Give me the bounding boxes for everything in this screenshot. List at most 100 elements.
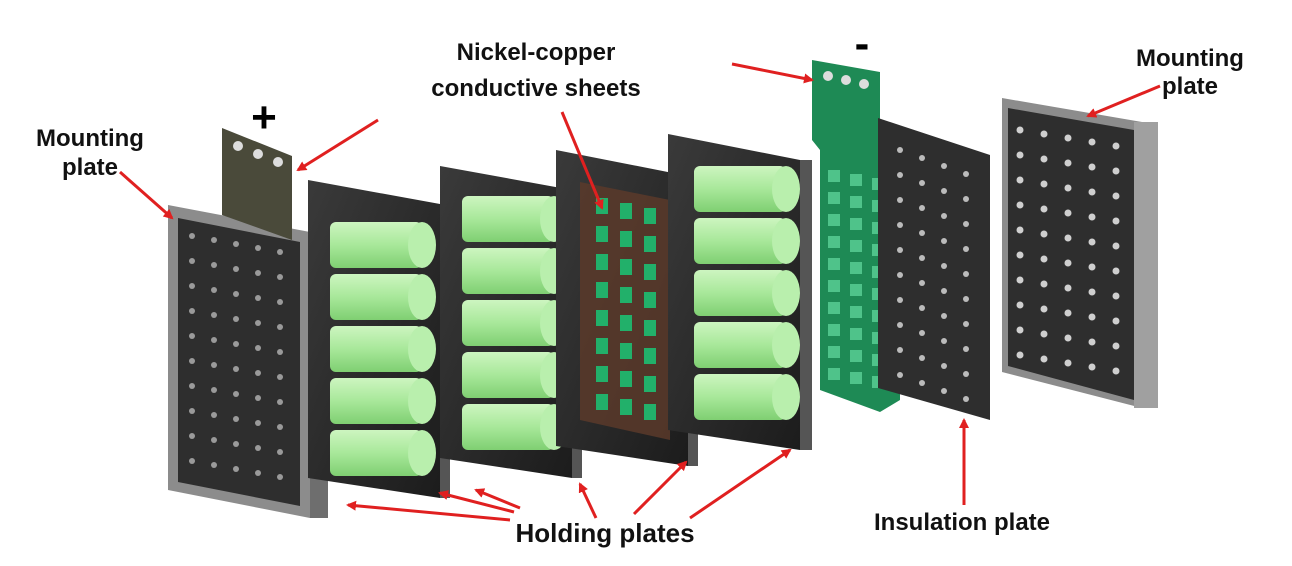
mount-hole <box>211 362 217 368</box>
insulation-plate <box>878 118 990 420</box>
mount-hole <box>189 333 195 339</box>
mount-hole <box>1016 201 1024 209</box>
mount-hole <box>941 213 947 219</box>
arrow-positive-tab <box>296 118 379 172</box>
battery-cell <box>462 352 554 398</box>
battery-cell <box>330 430 422 476</box>
pcb-pad <box>828 258 840 270</box>
mount-hole <box>963 246 969 252</box>
mount-hole <box>1016 326 1024 334</box>
mount-hole <box>255 370 261 376</box>
pcb-pad <box>850 350 862 362</box>
arrow-holding-5 <box>632 460 688 516</box>
mount-hole <box>211 412 217 418</box>
mount-hole <box>897 247 903 253</box>
mount-hole <box>189 458 195 464</box>
conductive-pad <box>644 348 656 364</box>
battery-cell-end <box>772 218 800 264</box>
conductive-pad <box>596 338 608 354</box>
mount-hole <box>1016 226 1024 234</box>
mount-hole <box>233 266 239 272</box>
pcb-pad <box>850 218 862 230</box>
mount-hole <box>233 316 239 322</box>
mount-hole <box>919 330 925 336</box>
mount-hole <box>1088 313 1096 321</box>
mount-hole <box>941 363 947 369</box>
mount-hole <box>255 345 261 351</box>
mount-hole <box>963 196 969 202</box>
mount-hole <box>1064 134 1072 142</box>
insulation-plate-label: Insulation plate <box>874 509 1050 536</box>
battery-cell <box>694 270 786 316</box>
conductive-pad <box>620 371 632 387</box>
battery-cell-end <box>772 322 800 368</box>
mount-hole <box>211 237 217 243</box>
mount-hole <box>1088 263 1096 271</box>
pcb-pad <box>828 280 840 292</box>
mount-hole <box>963 271 969 277</box>
mount-hole <box>277 399 283 405</box>
mount-hole <box>941 313 947 319</box>
mount-hole <box>1064 309 1072 317</box>
conductive-pad <box>644 404 656 420</box>
mount-hole <box>277 349 283 355</box>
pcb-pad <box>850 174 862 186</box>
mount-hole <box>919 180 925 186</box>
battery-cell <box>462 300 554 346</box>
arrow-holding-4 <box>578 482 598 519</box>
mount-hole <box>1088 338 1096 346</box>
conductive-pad <box>644 264 656 280</box>
mount-hole <box>963 321 969 327</box>
mount-hole <box>941 238 947 244</box>
mount-hole <box>277 249 283 255</box>
mount-hole <box>1112 242 1120 250</box>
right-mounting-label-line2: plate <box>1162 73 1218 100</box>
battery-cells-group-3 <box>694 166 800 420</box>
mount-hole <box>1112 342 1120 350</box>
conductive-pad <box>644 320 656 336</box>
mount-hole <box>1112 317 1120 325</box>
mount-hole <box>1064 359 1072 367</box>
mount-hole <box>1016 176 1024 184</box>
mount-hole <box>255 395 261 401</box>
arrow-holding-1 <box>346 500 511 522</box>
battery-cell-end <box>408 222 436 268</box>
arrow-right-mounting <box>1086 84 1161 118</box>
mount-hole <box>189 308 195 314</box>
mount-hole <box>1088 288 1096 296</box>
mount-hole <box>211 262 217 268</box>
pcb-pad <box>850 240 862 252</box>
battery-cell <box>462 196 554 242</box>
battery-cell <box>694 166 786 212</box>
mount-hole <box>211 387 217 393</box>
mount-hole <box>255 420 261 426</box>
mount-hole <box>233 441 239 447</box>
mount-hole <box>1112 217 1120 225</box>
conductive-pad <box>644 292 656 308</box>
pcb-pad <box>850 196 862 208</box>
mount-hole <box>963 346 969 352</box>
battery-cell <box>330 274 422 320</box>
battery-cell <box>330 222 422 268</box>
mount-hole <box>897 347 903 353</box>
mount-hole <box>211 462 217 468</box>
mount-hole <box>1064 184 1072 192</box>
battery-cell <box>330 326 422 372</box>
mount-hole <box>1016 351 1024 359</box>
mount-hole <box>963 171 969 177</box>
mount-hole <box>233 416 239 422</box>
battery-cells-group-2 <box>462 196 568 450</box>
battery-cell <box>462 248 554 294</box>
mount-hole <box>1088 238 1096 246</box>
annotation-arrows <box>119 62 1161 522</box>
mount-hole <box>1016 251 1024 259</box>
conductive-pad <box>596 282 608 298</box>
mount-hole <box>1016 276 1024 284</box>
mount-hole <box>277 449 283 455</box>
mount-hole <box>919 205 925 211</box>
mount-hole <box>1016 151 1024 159</box>
pcb-pad <box>828 214 840 226</box>
mount-hole <box>277 374 283 380</box>
mount-hole <box>1112 167 1120 175</box>
